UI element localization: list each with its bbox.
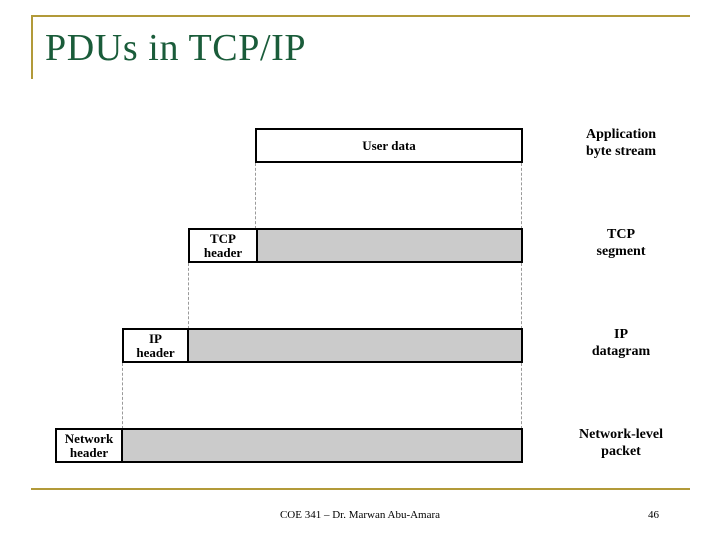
title-rule-top — [31, 15, 690, 17]
user-data-box: User data — [255, 128, 523, 163]
ip-datagram-caption-line1: IP — [614, 327, 628, 342]
tcp-segment-caption-line2: segment — [596, 244, 646, 259]
page-title: PDUs in TCP/IP — [45, 27, 307, 69]
tcp-payload-area — [256, 228, 523, 263]
network-packet-caption-line1: Network-level — [579, 427, 663, 442]
connector-dashed-right-internet — [521, 363, 522, 429]
ip-header-line1: IP — [149, 330, 162, 346]
application-caption-line2: byte stream — [585, 144, 657, 159]
connector-dashed-right-application — [521, 163, 522, 229]
application-caption: Application byte stream — [536, 126, 706, 160]
title-rule-left — [31, 15, 33, 79]
network-header-line2: header — [69, 444, 109, 460]
ip-header-line2: header — [136, 344, 175, 360]
ip-header-box: IP header — [122, 328, 189, 363]
network-payload-area — [121, 428, 523, 463]
connector-dashed-left-application — [255, 163, 256, 229]
network-header-box: Network header — [55, 428, 123, 463]
network-header-line1: Network — [64, 430, 114, 446]
application-caption-line1: Application — [585, 127, 656, 142]
network-packet-caption: Network-level packet — [536, 426, 706, 460]
tcp-header-line2: header — [203, 244, 243, 260]
connector-dashed-left-internet — [122, 363, 123, 429]
tcp-header-line1: TCP — [210, 230, 236, 246]
footer-course-label: COE 341 – Dr. Marwan Abu-Amara — [279, 509, 441, 521]
tcp-segment-caption-line1: TCP — [607, 227, 635, 242]
tcp-segment-caption: TCP segment — [536, 226, 706, 260]
connector-dashed-left-transport — [188, 263, 189, 329]
ip-datagram-caption: IP datagram — [536, 326, 706, 360]
ip-datagram-caption-line2: datagram — [591, 344, 651, 359]
network-packet-caption-line2: packet — [601, 444, 641, 459]
connector-dashed-right-transport — [521, 263, 522, 329]
footer-page-number: 46 — [648, 509, 659, 521]
footer-rule — [31, 488, 690, 490]
ip-payload-area — [187, 328, 523, 363]
tcp-header-box: TCP header — [188, 228, 258, 263]
